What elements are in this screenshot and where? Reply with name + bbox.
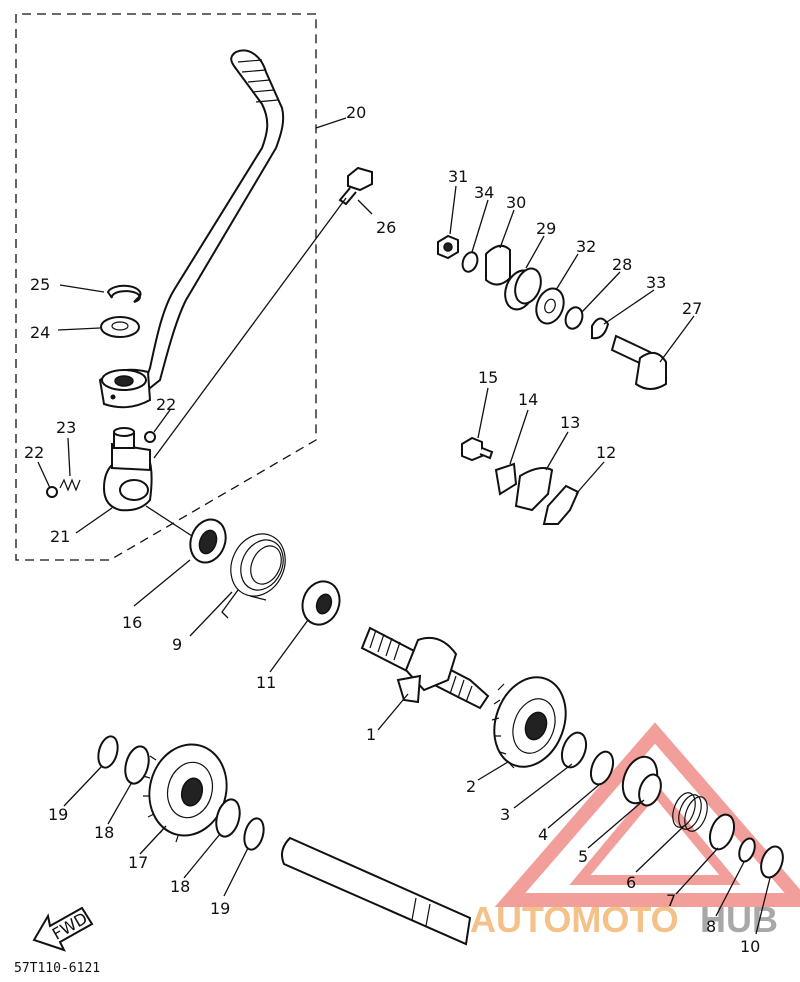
label-33: 33 (646, 273, 666, 292)
spring-23 (59, 478, 81, 492)
label-25: 25 (30, 275, 50, 294)
label-16: 16 (122, 613, 142, 632)
label-10: 10 (740, 937, 760, 956)
ball-22-right (144, 431, 156, 443)
label-26: 26 (376, 218, 396, 237)
kick-lever-group-box (15, 13, 317, 561)
circlip-28 (564, 306, 584, 330)
label-12: 12 (596, 443, 616, 462)
label-32: 32 (576, 237, 596, 256)
label-20: 20 (346, 103, 366, 122)
ball-22-left (46, 486, 58, 498)
spacer-11 (301, 580, 341, 626)
label-11: 11 (256, 673, 276, 692)
label-29: 29 (536, 219, 556, 238)
circlip-19-top (97, 735, 119, 769)
plate-30 (485, 244, 511, 286)
label-13: 13 (560, 413, 580, 432)
label-17: 17 (128, 853, 148, 872)
label-31: 31 (448, 167, 468, 186)
bolt-15 (461, 436, 494, 462)
label-18-bottom: 18 (170, 877, 190, 896)
washer-10 (760, 845, 784, 879)
watermark-text-a: AUTOMOTO (470, 899, 679, 940)
washer-18-bottom (215, 798, 241, 838)
label-27: 27 (682, 299, 702, 318)
plate-12 (542, 484, 580, 525)
ratchet-5 (621, 755, 662, 807)
kick-axle-1 (360, 626, 490, 710)
label-22-right: 22 (156, 395, 176, 414)
bolt-26 (338, 166, 373, 206)
label-4: 4 (538, 825, 548, 844)
circlip-25 (106, 284, 142, 303)
watermark-text-b: HUB (700, 899, 778, 940)
label-24: 24 (30, 323, 50, 342)
plate-13 (514, 467, 554, 512)
fwd-arrow-icon (32, 906, 94, 952)
label-8: 8 (706, 917, 716, 936)
label-21: 21 (50, 527, 70, 546)
oil-seal-16 (189, 518, 227, 564)
torsion-spring-9 (221, 533, 286, 619)
label-23: 23 (56, 418, 76, 437)
nut-31 (437, 234, 459, 260)
label-30: 30 (506, 193, 526, 212)
kick-gear-2 (491, 676, 567, 769)
label-18-top: 18 (94, 823, 114, 842)
washer-32 (535, 287, 565, 325)
label-34: 34 (474, 183, 494, 202)
diagram-code: 57T110-6121 (14, 961, 100, 976)
label-7: 7 (666, 891, 676, 910)
lever-boss (98, 368, 152, 409)
plate-14 (494, 462, 518, 496)
label-19-top: 19 (48, 805, 68, 824)
label-2: 2 (466, 777, 476, 796)
label-9: 9 (172, 635, 182, 654)
spring-33 (591, 317, 610, 340)
circlip-8 (738, 837, 756, 863)
washer-18-top (124, 745, 150, 785)
label-22-left: 22 (24, 443, 44, 462)
circlip-4 (589, 750, 615, 786)
idle-shaft (281, 836, 472, 946)
collar-29 (504, 267, 542, 311)
label-6: 6 (626, 873, 636, 892)
label-15: 15 (478, 368, 498, 387)
kick-lever-arm (137, 49, 285, 399)
leader-lines (37, 117, 771, 935)
label-1: 1 (366, 725, 376, 744)
label-14: 14 (518, 390, 538, 409)
washer-7 (708, 813, 736, 851)
shift-shaft-27 (610, 334, 667, 390)
washer-3 (560, 731, 588, 769)
kick-boss-21 (102, 427, 153, 512)
circlip-19-bottom (243, 817, 265, 851)
washer-34 (461, 251, 479, 273)
label-3: 3 (500, 805, 510, 824)
idle-gear-17 (142, 743, 228, 843)
label-5: 5 (578, 847, 588, 866)
washer-24 (100, 316, 140, 338)
spring-6 (672, 792, 708, 832)
label-19-bottom: 19 (210, 899, 230, 918)
watermark-logo (494, 722, 800, 907)
label-28: 28 (612, 255, 632, 274)
